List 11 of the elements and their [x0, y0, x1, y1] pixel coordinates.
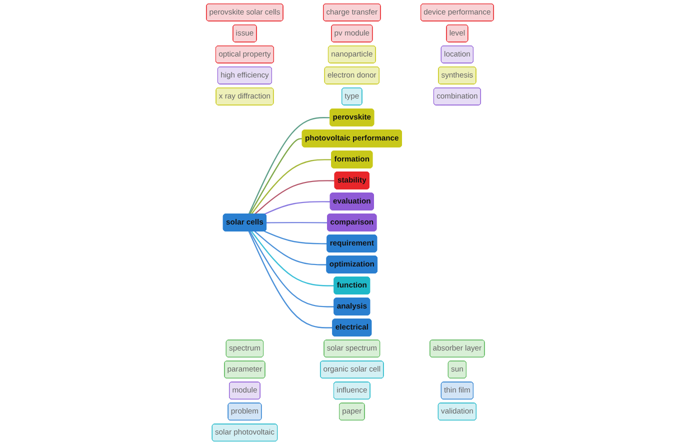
connector [266, 222, 328, 224]
connector [251, 159, 332, 214]
connector [249, 138, 302, 214]
connector [264, 201, 330, 215]
connector [264, 230, 328, 244]
connector [251, 230, 334, 286]
connector [249, 231, 334, 308]
connector [248, 117, 330, 214]
connector [254, 230, 327, 266]
connector [248, 231, 333, 328]
connector [254, 180, 335, 215]
